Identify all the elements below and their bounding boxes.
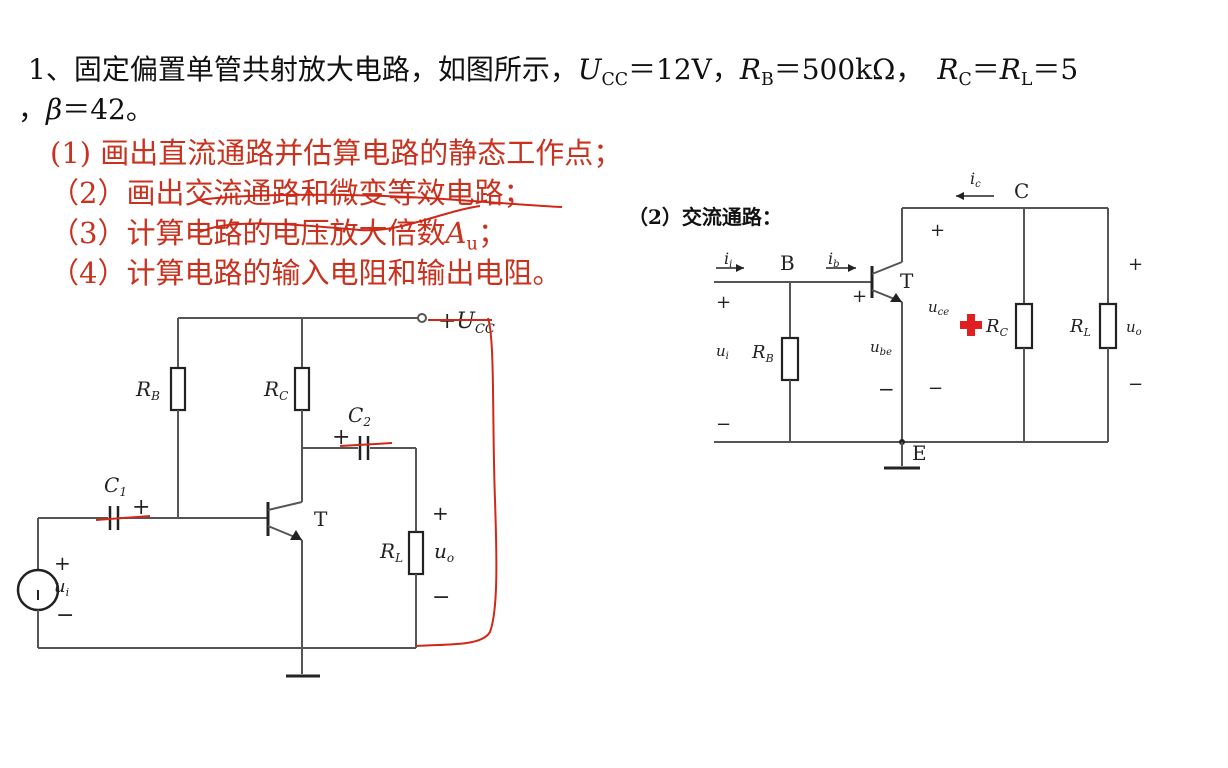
ic-label: ic: [970, 169, 981, 190]
rb-ac-label: RB: [751, 342, 774, 365]
rc-symbol: R: [937, 53, 959, 86]
t-label: T: [314, 507, 328, 531]
ucc-label: +UCC: [438, 309, 495, 337]
cursor-cross-icon: [960, 314, 982, 336]
ui-ac-minus: −: [716, 414, 731, 435]
equals-sign: ＝: [971, 53, 1000, 86]
rb-subscript: B: [760, 70, 774, 91]
ube-label: ube: [870, 338, 892, 358]
rl-ac-resistor: [1098, 302, 1118, 350]
ucc-subscript: CC: [601, 70, 629, 91]
comma: ，: [18, 93, 47, 126]
c1-label: C1: [104, 473, 127, 499]
uo-plus: +: [432, 501, 449, 525]
ac-path-heading: （2）交流通路：: [628, 205, 782, 229]
ui-ac-plus: +: [716, 292, 731, 313]
rl-symbol: R: [999, 53, 1021, 86]
c1-mark: [95, 515, 151, 521]
ui-plus: +: [54, 551, 71, 575]
c2-plus: +: [332, 425, 350, 450]
uo-ac-label: uo: [1126, 318, 1142, 338]
rl-subscript: L: [1020, 70, 1033, 91]
transistor-t-ac: [870, 261, 903, 303]
uce-label: uce: [928, 298, 949, 318]
uo-minus: −: [432, 585, 450, 610]
au-symbol: A: [445, 216, 467, 250]
rb-value: ＝500kΩ，: [773, 53, 924, 86]
ui-label: ui: [54, 576, 69, 599]
task-3-end: ；: [477, 216, 507, 250]
uce-plus: +: [930, 220, 945, 241]
ucc-symbol: U: [577, 53, 602, 86]
ui-ac-label: ui: [716, 342, 729, 362]
ib-label: ib: [828, 249, 840, 270]
e-label: E: [912, 441, 927, 465]
ube-plus: +: [852, 286, 867, 307]
rl-label: RL: [379, 539, 403, 565]
ui-minus: −: [56, 603, 74, 628]
rc-ac-resistor: [1014, 302, 1034, 350]
c2-label: C2: [348, 403, 371, 429]
rl-ac-label: RL: [1069, 316, 1091, 339]
rb-symbol: R: [739, 53, 761, 86]
problem-intro: 1、固定偏置单管共射放大电路，如图所示，: [28, 53, 578, 86]
underline-task-3: [199, 205, 481, 233]
rl-resistor: [407, 530, 425, 576]
uce-minus: −: [928, 378, 943, 399]
au-subscript: u: [466, 233, 478, 255]
rb-resistor: [169, 366, 187, 412]
rl-value: ＝5: [1032, 53, 1079, 86]
ucc-value: ＝12V，: [628, 53, 740, 86]
rc-label: RC: [263, 377, 288, 403]
red-return-wire: [415, 317, 498, 647]
c-label: C: [1014, 179, 1029, 203]
beta-value: ＝42。: [62, 93, 154, 126]
b-label: B: [780, 251, 795, 275]
c1-plus: +: [132, 495, 150, 520]
ube-minus: −: [878, 377, 895, 401]
t-ac-label: T: [900, 269, 914, 293]
underline-task-2: [197, 193, 563, 208]
uo-label: uo: [434, 539, 454, 565]
rc-subscript: C: [958, 70, 972, 91]
uo-ac-plus: +: [1128, 254, 1143, 275]
task-3: （3）计算电路的电压放大倍数Au；: [50, 214, 507, 263]
uo-ac-minus: −: [1128, 374, 1143, 395]
problem-line-1: 1、固定偏置单管共射放大电路，如图所示，UCC＝12V，RB＝500kΩ，RC＝…: [28, 50, 1078, 100]
c2-mark: [339, 442, 393, 447]
ii-label: ii: [724, 249, 732, 270]
rc-ac-label: RC: [985, 316, 1009, 339]
circuit-2: ii B ib T ic C + uce − + ube − RB + ui −: [714, 169, 1143, 470]
task-3-text: （3）计算电路的电压放大倍数: [50, 216, 446, 250]
task-1: (1) 画出直流通路并估算电路的静态工作点；: [50, 136, 623, 170]
problem-line-2: ，β＝42。: [18, 90, 154, 130]
task-2: （2）画出交流通路和微变等效电路；: [50, 176, 533, 210]
rc-resistor: [293, 366, 311, 412]
task-4: （4）计算电路的输入电阻和输出电阻。: [50, 256, 562, 290]
transistor-t: [266, 501, 303, 541]
circuit-1: +UCC RB RC + C2 RL uo + − C1 +: [16, 309, 498, 678]
rb-label: RB: [135, 377, 160, 403]
rb-ac-resistor: [780, 336, 800, 382]
beta-symbol: β: [46, 93, 63, 126]
